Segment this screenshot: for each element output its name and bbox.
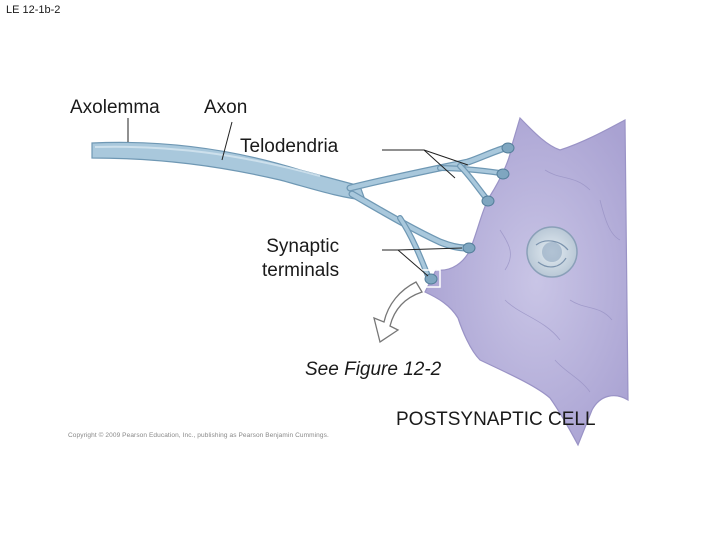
cell-texture [499, 169, 621, 393]
postsynaptic-cell-body [424, 116, 629, 447]
see-figure-arrow [373, 281, 423, 344]
label-see-figure: See Figure 12-2 [305, 359, 442, 380]
nucleus [526, 226, 578, 278]
synaptic-terminals [424, 142, 515, 285]
label-postsynaptic-cell: POSTSYNAPTIC CELL [396, 409, 596, 430]
label-axon: Axon [204, 97, 248, 118]
figure-label: LE 12-1b-2 [6, 4, 61, 16]
label-synaptic-terminals: Synaptic terminals [262, 235, 339, 283]
label-synaptic-line2: terminals [262, 260, 340, 281]
copyright-notice: Copyright © 2009 Pearson Education, Inc.… [68, 432, 329, 439]
leader-lines [127, 118, 469, 277]
label-telodendria: Telodendria [240, 136, 339, 157]
label-axolemma: Axolemma [70, 97, 160, 118]
terminal-highlight-box [420, 269, 441, 288]
label-synaptic-line1: Synaptic [266, 236, 340, 257]
